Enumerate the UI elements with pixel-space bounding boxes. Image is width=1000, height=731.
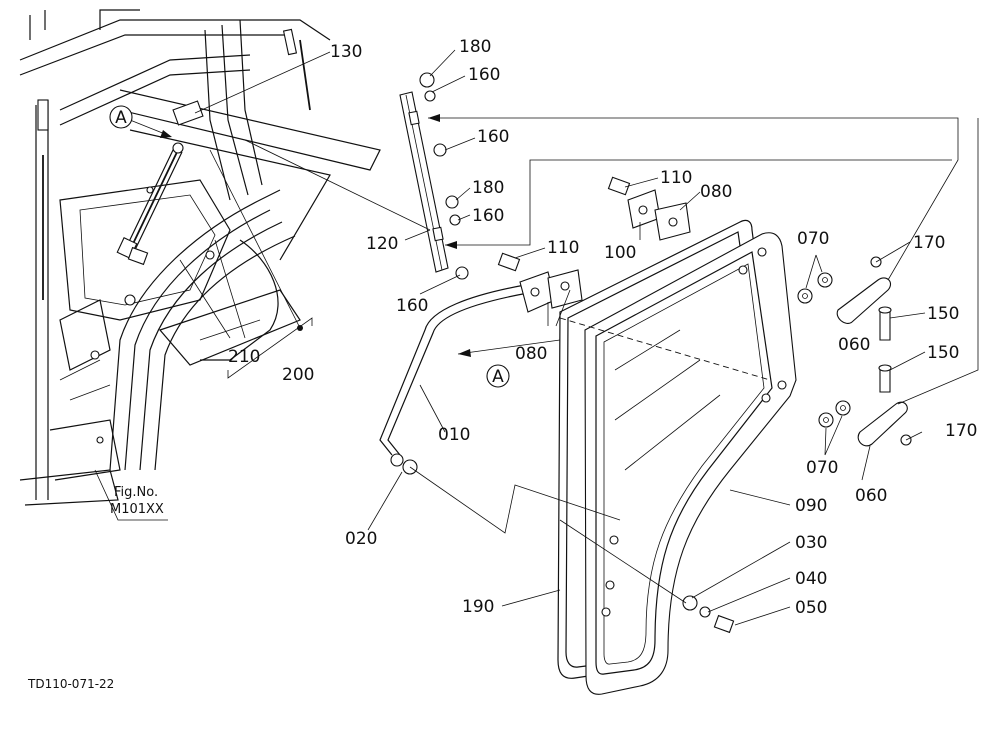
marker-a-text: A — [115, 108, 127, 128]
callout-100: 100 — [604, 243, 636, 263]
callout-020: 020 — [345, 529, 377, 549]
callout-060: 060 — [838, 335, 870, 355]
callout-160: 160 — [477, 127, 509, 147]
door-glass-090 — [584, 232, 797, 695]
callout-030: 030 — [795, 533, 827, 553]
callout-170: 170 — [913, 233, 945, 253]
callout-070: 070 — [806, 458, 838, 478]
callout-200: 200 — [282, 365, 314, 385]
callout-180: 180 — [472, 178, 504, 198]
callout-120: 120 — [366, 234, 398, 254]
callout-210: 210 — [228, 347, 260, 367]
callout-labels: 130 180 160 160 180 160 120 160 110 080 … — [228, 37, 977, 618]
callout-090: 090 — [795, 496, 827, 516]
callout-010: 010 — [438, 425, 470, 445]
callout-080: 080 — [700, 182, 732, 202]
callout-160: 160 — [396, 296, 428, 316]
callout-180: 180 — [459, 37, 491, 57]
callout-050: 050 — [795, 598, 827, 618]
figure-reference-line1: Fig.No. — [114, 485, 158, 500]
hinge-bar-120 — [399, 72, 469, 280]
latch-hardware — [682, 256, 912, 634]
callout-160: 160 — [472, 206, 504, 226]
callout-130: 130 — [330, 42, 362, 62]
callout-040: 040 — [795, 569, 827, 589]
marker-a-text: A — [492, 367, 504, 387]
callout-080: 080 — [515, 344, 547, 364]
callout-060: 060 — [855, 486, 887, 506]
drawing-code: TD110-071-22 — [27, 677, 114, 691]
reference-marker-a-left: A — [109, 105, 133, 129]
item-200-bracket — [179, 149, 313, 379]
leader-lines — [94, 49, 979, 626]
reference-marker-a-right: A — [486, 364, 510, 388]
callout-070: 070 — [797, 229, 829, 249]
callout-150: 150 — [927, 304, 959, 324]
figure-reference: Fig.No. M101XX — [110, 485, 164, 517]
callout-150: 150 — [927, 343, 959, 363]
hinge-plates — [497, 176, 691, 313]
callout-110: 110 — [547, 238, 579, 258]
cab-frame — [19, 9, 381, 506]
callout-110: 110 — [660, 168, 692, 188]
figure-reference-line2: M101XX — [110, 502, 164, 517]
callout-170: 170 — [945, 421, 977, 441]
callout-190: 190 — [462, 597, 494, 617]
callout-160: 160 — [468, 65, 500, 85]
